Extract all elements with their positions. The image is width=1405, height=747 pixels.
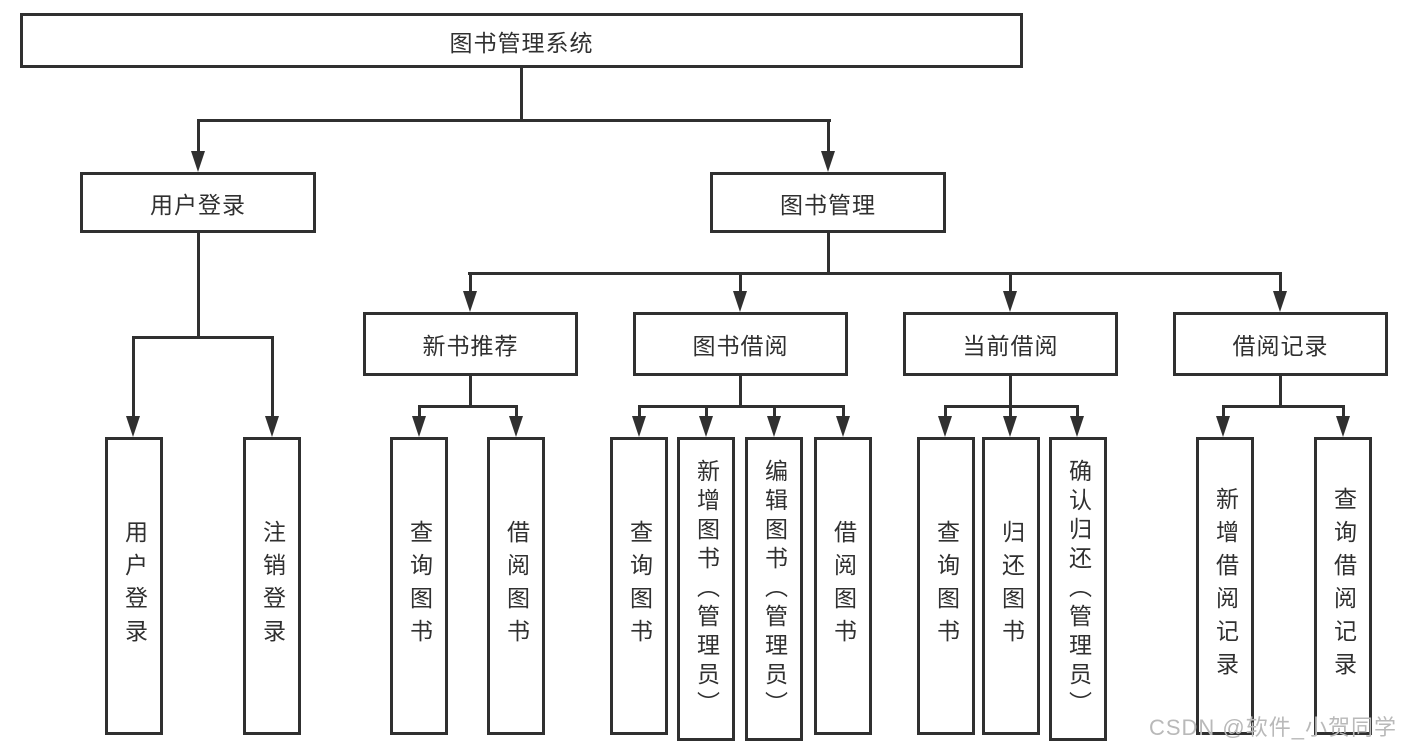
leaf-borrow-borrow: 借阅图书 <box>814 437 872 735</box>
leaf-borrow-query: 查询图书 <box>610 437 668 735</box>
leaf-newbook-query-label: 查询图书 <box>406 520 433 652</box>
connector-book-stub-1 <box>469 272 472 292</box>
node-book-management: 图书管理 <box>710 172 946 233</box>
arrow-down-icon <box>265 416 279 437</box>
connector-g4-stub-1 <box>1222 405 1225 418</box>
leaf-newbook-borrow: 借阅图书 <box>487 437 545 735</box>
arrow-down-icon <box>1336 416 1350 437</box>
connector-root-vline <box>520 68 523 120</box>
arrow-down-icon <box>1070 416 1084 437</box>
arrow-down-icon <box>1273 291 1287 312</box>
leaf-borrow-query-label: 查询图书 <box>626 520 653 652</box>
arrow-down-icon <box>1216 416 1230 437</box>
connector-g2-stub-3 <box>773 405 776 418</box>
node-user-login-label: 用户登录 <box>150 191 246 218</box>
arrow-down-icon <box>699 416 713 437</box>
leaf-newbook-query: 查询图书 <box>390 437 448 735</box>
connector-g3-stub-3 <box>1076 405 1079 418</box>
connector-g2-stub-1 <box>638 405 641 418</box>
leaf-current-return-label: 归还图书 <box>998 520 1025 652</box>
connector-root-hline <box>197 119 831 122</box>
leaf-current-query: 查询图书 <box>917 437 975 735</box>
connector-g3-stub-2 <box>1009 405 1012 418</box>
node-new-book-recommend: 新书推荐 <box>363 312 578 376</box>
node-root-label: 图书管理系统 <box>449 29 594 56</box>
connector-user-vline <box>197 233 200 339</box>
leaf-borrow-add-admin-label: 新增图书（管理员） <box>693 458 720 720</box>
connector-root-stub-left <box>197 119 200 153</box>
arrow-down-icon <box>938 416 952 437</box>
connector-book-hline <box>468 272 1282 275</box>
leaf-current-return: 归还图书 <box>982 437 1040 735</box>
connector-g1-stub-2 <box>515 405 518 418</box>
connector-g3-vline <box>1009 376 1012 408</box>
node-book-borrow: 图书借阅 <box>633 312 848 376</box>
connector-user-stub-left <box>132 336 135 417</box>
arrow-down-icon <box>821 151 835 172</box>
leaf-user-login: 用户登录 <box>105 437 163 735</box>
connector-g4-hline <box>1222 405 1345 408</box>
connector-root-stub-right <box>827 119 830 153</box>
watermark: CSDN @软件_小贺同学 <box>1148 715 1397 740</box>
arrow-down-icon <box>412 416 426 437</box>
leaf-record-add: 新增借阅记录 <box>1196 437 1254 735</box>
leaf-newbook-borrow-label: 借阅图书 <box>503 520 530 652</box>
connector-g4-stub-2 <box>1342 405 1345 418</box>
leaf-user-login-label: 用户登录 <box>121 520 148 652</box>
arrow-down-icon <box>1003 291 1017 312</box>
arrow-down-icon <box>463 291 477 312</box>
arrow-down-icon <box>1003 416 1017 437</box>
connector-g1-vline <box>469 376 472 408</box>
connector-user-hline <box>132 336 274 339</box>
node-current-borrow-label: 当前借阅 <box>962 333 1059 359</box>
leaf-logout-label: 注销登录 <box>259 520 286 652</box>
leaf-record-add-label: 新增借阅记录 <box>1212 487 1239 685</box>
leaf-logout: 注销登录 <box>243 437 301 735</box>
connector-g2-hline <box>638 405 845 408</box>
arrow-down-icon <box>126 416 140 437</box>
leaf-current-query-label: 查询图书 <box>933 520 960 652</box>
connector-book-stub-2 <box>739 272 742 292</box>
node-current-borrow: 当前借阅 <box>903 312 1118 376</box>
connector-g3-stub-1 <box>944 405 947 418</box>
arrow-down-icon <box>836 416 850 437</box>
connector-g1-stub-1 <box>418 405 421 418</box>
leaf-current-confirm-admin-label: 确认归还（管理员） <box>1065 458 1092 720</box>
connector-book-stub-3 <box>1009 272 1012 292</box>
arrow-down-icon <box>509 416 523 437</box>
arrow-down-icon <box>767 416 781 437</box>
connector-g2-stub-2 <box>705 405 708 418</box>
node-new-book-recommend-label: 新书推荐 <box>422 333 519 359</box>
connector-g2-stub-4 <box>842 405 845 418</box>
connector-g1-hline <box>418 405 518 408</box>
node-user-login: 用户登录 <box>80 172 316 233</box>
arrow-down-icon <box>632 416 646 437</box>
node-book-borrow-label: 图书借阅 <box>692 333 789 359</box>
arrow-down-icon <box>733 291 747 312</box>
leaf-borrow-borrow-label: 借阅图书 <box>830 520 857 652</box>
node-borrow-record: 借阅记录 <box>1173 312 1388 376</box>
node-borrow-record-label: 借阅记录 <box>1232 333 1329 359</box>
connector-g2-vline <box>739 376 742 408</box>
leaf-record-query-label: 查询借阅记录 <box>1330 487 1357 685</box>
arrow-down-icon <box>191 151 205 172</box>
node-book-management-label: 图书管理 <box>780 191 876 218</box>
node-root: 图书管理系统 <box>20 13 1023 68</box>
connector-user-stub-right <box>271 336 274 417</box>
leaf-record-query: 查询借阅记录 <box>1314 437 1372 735</box>
leaf-borrow-add-admin: 新增图书（管理员） <box>677 437 735 741</box>
connector-book-vline <box>827 233 830 275</box>
connector-book-stub-4 <box>1279 272 1282 292</box>
leaf-borrow-edit-admin: 编辑图书（管理员） <box>745 437 803 741</box>
connector-g4-vline <box>1279 376 1282 408</box>
leaf-borrow-edit-admin-label: 编辑图书（管理员） <box>761 458 788 720</box>
leaf-current-confirm-admin: 确认归还（管理员） <box>1049 437 1107 741</box>
